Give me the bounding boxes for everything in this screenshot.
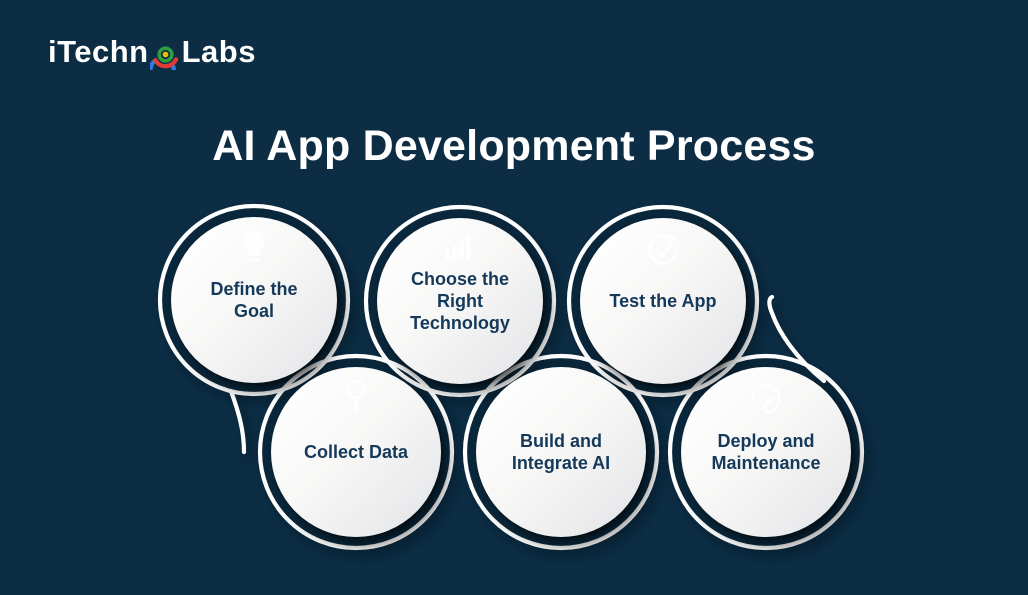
step-label-line: Deploy and bbox=[717, 430, 815, 451]
logo-text-right: Labs bbox=[181, 34, 256, 69]
logo: iTechn Labs bbox=[48, 34, 256, 70]
spiral-launch-icon bbox=[751, 384, 781, 414]
step-label-line: Define the bbox=[210, 278, 298, 299]
step-label-line: Goal bbox=[233, 301, 274, 321]
ring-choose-technology bbox=[363, 204, 557, 398]
logo-text-left: iTechn bbox=[48, 34, 149, 69]
step-label: Define the Goal bbox=[171, 217, 337, 383]
ring-build-integrate-ai bbox=[462, 353, 660, 551]
step-label: Choose the Right Technology bbox=[377, 218, 543, 384]
logo-o-icon bbox=[149, 45, 178, 70]
step-circle-choose-the-right-technology: Choose the Right Technology bbox=[377, 218, 543, 384]
step-label: Build and Integrate AI bbox=[476, 367, 646, 537]
thread-tail-end bbox=[767, 294, 827, 384]
bar-chart-icon bbox=[445, 234, 471, 261]
step-label-line: Collect Data bbox=[303, 441, 409, 462]
thread-tail-start bbox=[228, 388, 247, 455]
step-circle-build-and-integrate-ai: Build and Integrate AI bbox=[476, 367, 646, 537]
step-label-line: Integrate AI bbox=[511, 453, 611, 473]
step-label-line: Right bbox=[437, 290, 483, 311]
step-circle-collect-data: Collect Data bbox=[271, 367, 441, 537]
step-label-line: Build and bbox=[520, 430, 602, 451]
ring-test-the-app bbox=[566, 204, 760, 398]
step-label-line: Choose the bbox=[410, 268, 509, 289]
step-circle-deploy-and-maintenance: Deploy and Maintenance bbox=[681, 367, 851, 537]
page-title: AI App Development Process bbox=[212, 122, 816, 170]
step-label: Test the App bbox=[580, 218, 746, 384]
step-label: Deploy and Maintenance bbox=[681, 367, 851, 537]
step-label-line: Maintenance bbox=[711, 453, 821, 473]
lightbulb-icon bbox=[243, 230, 265, 262]
magnifier-icon bbox=[346, 379, 366, 411]
ring-deploy-maintenance bbox=[667, 353, 865, 551]
step-label: Collect Data bbox=[271, 367, 441, 537]
refresh-check-icon bbox=[648, 234, 679, 265]
step-label-line: Technology bbox=[410, 313, 510, 334]
ring-define-the-goal bbox=[157, 203, 351, 397]
step-circle-define-the-goal: Define the Goal bbox=[171, 217, 337, 383]
ring-collect-data bbox=[257, 353, 455, 551]
step-circle-test-the-app: Test the App bbox=[580, 218, 746, 384]
step-label-line: Test the App bbox=[609, 290, 717, 311]
